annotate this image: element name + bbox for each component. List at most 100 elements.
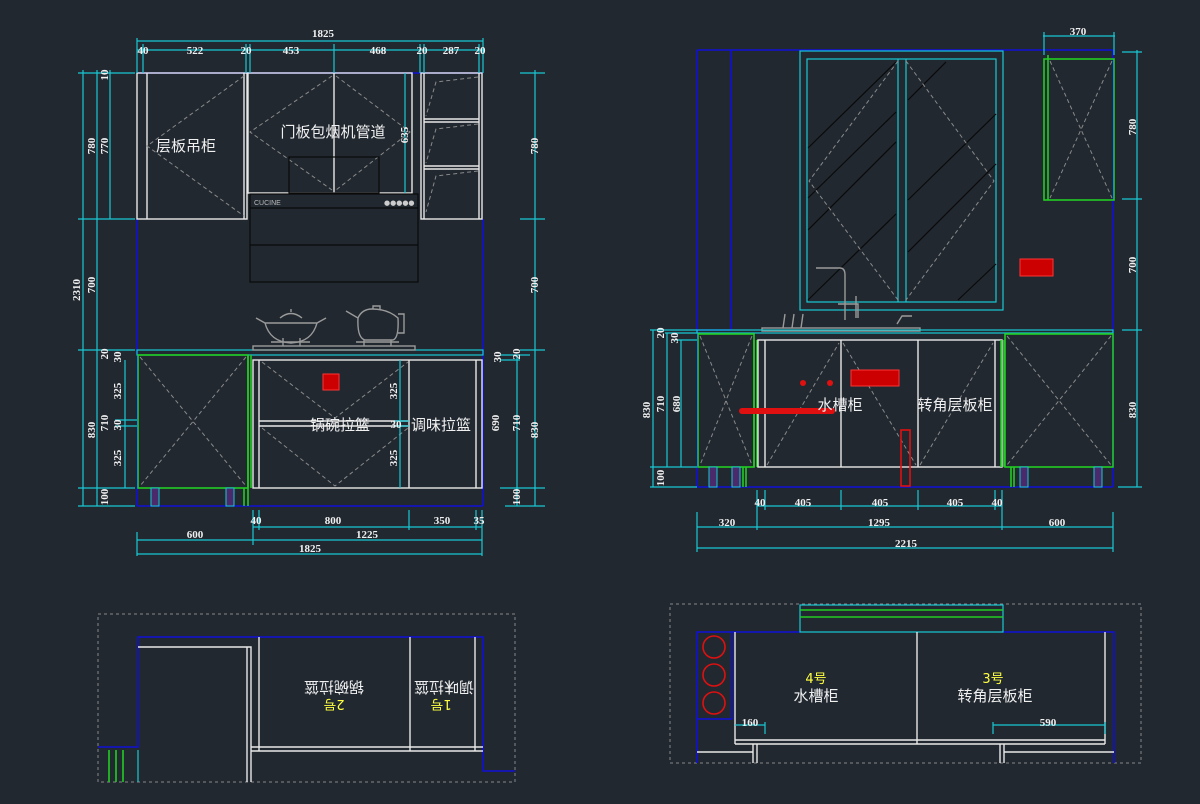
dimension-label: 20 xyxy=(99,348,111,360)
door-swing xyxy=(146,75,245,217)
drawing-line xyxy=(799,50,1004,311)
dimension-label: 100 xyxy=(655,469,667,486)
drawing-line xyxy=(258,360,477,488)
left-plan: 锅碗拉篮 2号 调味拉篮 1号 xyxy=(97,613,516,783)
dimension-label: 40 xyxy=(251,515,263,527)
left-elevation: 层板吊柜 门板包烟机管道 CUCINE ●●●●● 锅碗拉篮 调味拉篮 xyxy=(71,28,545,556)
drawing-line xyxy=(249,75,411,191)
countertop xyxy=(696,329,1114,334)
dimension-label: 1295 xyxy=(868,517,891,529)
drawing-line xyxy=(702,691,726,715)
dimension-label: 700 xyxy=(86,276,98,293)
dimension-lines xyxy=(650,32,1142,552)
drawing-line xyxy=(699,335,753,466)
dimension-label: 780 xyxy=(86,137,98,154)
drawing-line xyxy=(261,361,409,487)
drawing-line xyxy=(356,340,399,346)
right-plan: 4号 水槽柜 3号 转角层板柜 160 590 xyxy=(669,603,1142,764)
drawing-line xyxy=(800,609,1003,618)
hood-buttons-icon: ●●●●● xyxy=(384,199,415,207)
drawing-line xyxy=(271,338,310,346)
dimension-label: 320 xyxy=(719,517,736,529)
dimension-label: 453 xyxy=(283,45,300,57)
dimension-label: 600 xyxy=(1049,517,1066,529)
drawing-line xyxy=(897,59,907,302)
label-no3: 3号 xyxy=(982,672,1003,687)
label-no1: 1号 xyxy=(430,696,451,711)
dimension-label: 30 xyxy=(391,419,403,431)
dimension-text: 1825 40 522 20 453 468 20 287 20 2310 78… xyxy=(71,28,541,555)
label-pot-bowl-basket: 锅碗拉篮 xyxy=(310,416,370,434)
drawing-line xyxy=(766,342,994,466)
drawing-line xyxy=(136,38,484,73)
drawing-line xyxy=(731,466,741,488)
drawing-line xyxy=(136,510,483,556)
dim-160: 160 xyxy=(742,717,759,729)
drawing-line xyxy=(150,487,160,507)
wall-outline xyxy=(696,631,1115,763)
label-sink-cabinet-plan: 水槽柜 xyxy=(793,687,838,705)
dimension-label: 40 xyxy=(992,497,1004,509)
stove-wok-icon xyxy=(252,309,416,351)
label-seasoning-basket-plan: 调味拉篮 xyxy=(414,678,474,696)
dimension-label: 325 xyxy=(388,449,400,466)
dimension-label: 780 xyxy=(529,137,541,154)
dimension-label: 10 xyxy=(99,69,111,81)
drawing-line xyxy=(816,267,859,320)
drawing-line xyxy=(697,632,1114,763)
drawing-line xyxy=(1093,466,1103,488)
dimension-label: 2215 xyxy=(895,538,918,550)
dimension-label: 2310 xyxy=(71,279,83,302)
dimension-label: 370 xyxy=(1070,26,1087,38)
dimension-label: 830 xyxy=(86,421,98,438)
faucet-icon xyxy=(761,267,921,332)
dimension-label: 405 xyxy=(947,497,964,509)
dimension-label: 522 xyxy=(187,45,204,57)
label-sink-cabinet: 水槽柜 xyxy=(817,396,862,414)
drawing-line xyxy=(1000,340,1015,487)
burner-icon xyxy=(702,635,726,715)
drawer-basket-cabinet xyxy=(252,359,483,489)
dimension-label: 350 xyxy=(434,515,451,527)
cabinet-leg-icon xyxy=(708,466,1103,488)
drawing-line xyxy=(78,70,137,507)
plan-boundary xyxy=(669,603,1142,764)
dimension-label: 30 xyxy=(112,419,124,431)
dimension-label: 710 xyxy=(99,414,111,431)
dimension-label: 100 xyxy=(99,488,111,505)
drawing-line xyxy=(702,663,726,687)
label-pot-bowl-basket-plan: 锅碗拉篮 xyxy=(304,678,364,696)
dimension-label: 780 xyxy=(1127,118,1139,135)
dimension-label: 770 xyxy=(99,137,111,154)
dimension-label: 30 xyxy=(112,351,124,363)
dimension-label: 1825 xyxy=(312,28,335,40)
drawing-line xyxy=(650,329,697,488)
dimension-label: 325 xyxy=(112,382,124,399)
label-upper-shelf-cabinet: 层板吊柜 xyxy=(156,137,216,155)
drawing-line xyxy=(1043,32,1142,488)
drawing-line xyxy=(225,487,235,507)
riser-pipe xyxy=(900,429,911,487)
drawing-line xyxy=(243,355,252,506)
hood-brand-text: CUCINE xyxy=(254,200,281,207)
dimension-label: 830 xyxy=(529,421,541,438)
dimension-label: 405 xyxy=(872,497,889,509)
window-plan xyxy=(799,604,1004,633)
right-corner-cabinet xyxy=(1004,333,1114,468)
dimension-label: 20 xyxy=(511,348,523,360)
dimension-label: 1225 xyxy=(356,529,379,541)
drawing-line xyxy=(1006,335,1112,466)
dimension-label: 600 xyxy=(187,529,204,541)
dimension-label: 690 xyxy=(490,414,502,431)
dimension-label: 700 xyxy=(529,276,541,293)
drawing-line xyxy=(345,305,405,341)
drawing-line xyxy=(807,61,997,301)
dimension-label: 20 xyxy=(417,45,429,57)
pipe-point-icon xyxy=(800,380,806,386)
drawing-line xyxy=(424,118,479,170)
upper-shelf-cabinet xyxy=(136,72,248,220)
plan-boundary xyxy=(97,613,516,783)
dimension-label: 468 xyxy=(370,45,387,57)
drawing-line xyxy=(764,340,996,467)
